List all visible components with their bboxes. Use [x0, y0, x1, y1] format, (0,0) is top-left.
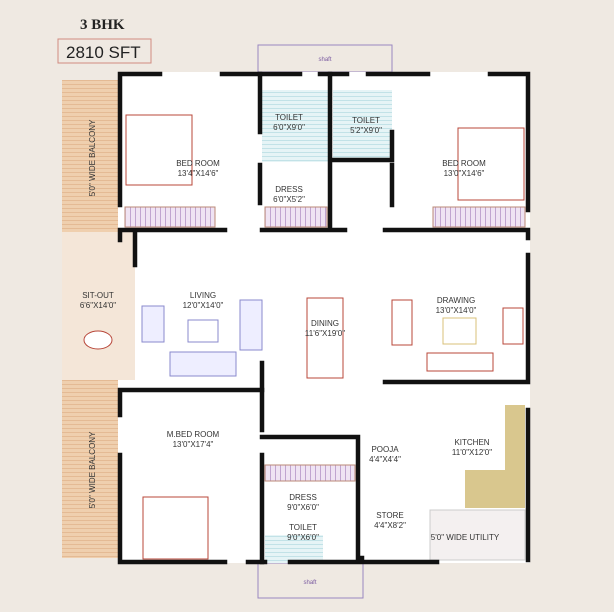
room-name: DRAWING — [437, 296, 475, 305]
walls — [117, 71, 531, 565]
room-name: TOILET — [352, 116, 380, 125]
wardrobe — [124, 206, 216, 228]
room-size: 4'4"X8'2" — [374, 521, 406, 530]
flat-area: 2810 SFT — [66, 43, 141, 62]
room-size: 13'0"X17'4" — [173, 440, 214, 449]
room-size: 9'0"X6'0" — [287, 533, 319, 542]
room-name: TOILET — [289, 523, 317, 532]
room-size: 13'4"X14'6" — [178, 169, 219, 178]
toilet-1-floor — [262, 90, 330, 162]
balcony-label-bottom: 5'0" WIDE BALCONY — [88, 431, 97, 508]
rug — [442, 317, 477, 345]
room-size: 11'0"X12'0" — [452, 448, 492, 457]
room-name: DRESS — [289, 493, 317, 502]
toilet-2-floor — [333, 90, 392, 162]
room-name: LIVING — [190, 291, 216, 300]
shaft-bottom-label: shaft — [303, 580, 316, 586]
wardrobe — [264, 206, 328, 228]
room-name: SIT-OUT — [82, 291, 114, 300]
sofa — [169, 351, 237, 377]
sofa — [426, 352, 494, 372]
area-box — [57, 38, 152, 64]
bed — [125, 114, 193, 186]
room-size: 13'0"X14'0" — [436, 306, 477, 315]
room-name: KITCHEN — [454, 438, 489, 447]
room-name: DINING — [311, 319, 339, 328]
utility-label: 5'0" WIDE UTILITY — [431, 533, 500, 542]
room-name: TOILET — [275, 113, 303, 122]
balcony-label-top: 5'0" WIDE BALCONY — [88, 119, 97, 196]
balcony-top — [62, 80, 118, 232]
room-labels: BED ROOM 13'4"X14'6" TOILET 6'0"X9'0" TO… — [80, 113, 500, 542]
room-name: DRESS — [275, 185, 303, 194]
kitchen-counter-side — [505, 405, 525, 505]
room-size: 6'0"X5'2" — [273, 195, 305, 204]
room-size: 6'6"X14'0" — [80, 301, 116, 310]
room-size: 11'6"X19'0" — [305, 329, 345, 338]
bed — [142, 496, 209, 560]
room-name: BED ROOM — [442, 159, 486, 168]
balcony-bottom — [62, 380, 118, 558]
bed — [457, 127, 525, 201]
room-size: 13'0"X14'6" — [444, 169, 485, 178]
sofa — [239, 299, 263, 351]
room-name: M.BED ROOM — [167, 430, 220, 439]
room-size: 4'4"X4'4" — [369, 455, 401, 464]
room-size: 5'2"X9'0" — [350, 126, 382, 135]
room-size: 12'0"X14'0" — [183, 301, 224, 310]
sit-out-table — [83, 330, 113, 350]
room-name: STORE — [376, 511, 403, 520]
room-name: BED ROOM — [176, 159, 220, 168]
coffee-table — [187, 319, 219, 343]
room-name: POOJA — [371, 445, 399, 454]
utility-floor — [429, 509, 526, 561]
sofa — [141, 305, 165, 343]
toilet-3-floor — [265, 535, 323, 563]
sofa — [502, 307, 524, 345]
shaft-top-label: shaft — [318, 57, 331, 63]
dining-table — [306, 297, 344, 379]
sofa — [391, 299, 413, 346]
wardrobe — [264, 464, 356, 482]
room-size: 6'0"X9'0" — [273, 123, 305, 132]
sit-out-floor — [62, 232, 135, 380]
wardrobe — [432, 206, 526, 228]
flat-type: 3 BHK — [80, 17, 125, 33]
room-size: 9'0"X6'0" — [287, 503, 319, 512]
